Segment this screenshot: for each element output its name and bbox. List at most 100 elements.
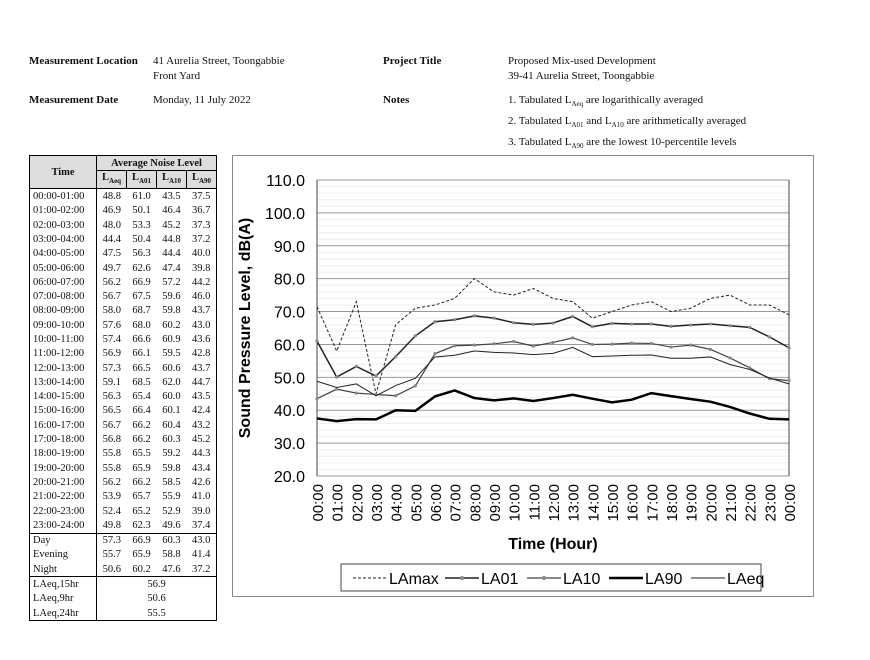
x-tick-label: 19:00 bbox=[684, 484, 701, 522]
cell-value: 44.7 bbox=[186, 375, 218, 390]
cell-value: 43.2 bbox=[186, 418, 218, 433]
cell-value: 57.6 bbox=[102, 319, 121, 331]
cell-value: 67.5 bbox=[132, 291, 151, 303]
data-point bbox=[531, 322, 535, 326]
cell-value: 66.4 bbox=[132, 405, 151, 417]
time-header: Time bbox=[28, 154, 98, 190]
cell-value: 44.8 bbox=[162, 233, 181, 245]
col-header-l: L bbox=[102, 172, 110, 184]
x-tick-label: 17:00 bbox=[644, 484, 661, 522]
notes-list: 1. Tabulated LAeq are logarithically ave… bbox=[508, 92, 746, 156]
cell-value: 46.0 bbox=[186, 289, 218, 304]
note-item: 2. Tabulated LA01 and LA10 are arithmeti… bbox=[508, 113, 746, 134]
cell-value: 49.7 bbox=[102, 262, 121, 274]
data-point bbox=[590, 325, 594, 329]
cell-value: 37.4 bbox=[186, 518, 218, 534]
data-point bbox=[512, 339, 516, 344]
cell-period: Night bbox=[28, 562, 98, 577]
group-header: Average Noise Level bbox=[96, 154, 217, 172]
cell-time: 02:00-03:00 bbox=[28, 217, 98, 233]
cell-time: 07:00-08:00 bbox=[28, 289, 98, 304]
cell-value: 56.9 bbox=[102, 348, 121, 360]
cell-summary-label: LAeq,15hr bbox=[28, 576, 98, 592]
col-header-l: L bbox=[191, 172, 199, 184]
cell-value: 48.0 bbox=[102, 219, 121, 231]
cell-value: 49.8 bbox=[102, 519, 121, 531]
data-point bbox=[354, 391, 358, 395]
cell-value: 43.7 bbox=[186, 360, 218, 376]
cell-value: 56.3 bbox=[102, 391, 121, 403]
legend-label: LA90 bbox=[645, 571, 682, 588]
cell-period: Evening bbox=[28, 547, 98, 563]
cell-time: 18:00-19:00 bbox=[28, 446, 98, 462]
cell-value: 43.4 bbox=[186, 461, 218, 476]
data-point bbox=[512, 321, 516, 325]
x-tick-label: 12:00 bbox=[546, 484, 563, 522]
note-text: 1. Tabulated L bbox=[508, 94, 572, 106]
cell-time: 14:00-15:00 bbox=[28, 389, 98, 404]
y-tick-label: 100.0 bbox=[265, 206, 305, 223]
cell-value: 60.2 bbox=[132, 563, 151, 575]
cell-value: 66.9 bbox=[132, 276, 151, 288]
note-text: 3. Tabulated L bbox=[508, 136, 572, 149]
x-tick-label: 22:00 bbox=[743, 484, 760, 522]
note-text: Aeq bbox=[571, 100, 584, 109]
x-tick-label: 00:00 bbox=[782, 484, 799, 522]
data-point bbox=[767, 335, 771, 339]
legend-label: LA01 bbox=[481, 571, 518, 588]
data-point bbox=[630, 322, 634, 326]
data-point bbox=[433, 352, 437, 356]
x-tick-label: 08:00 bbox=[467, 484, 484, 522]
data-point bbox=[748, 366, 752, 370]
cell-value: 39.8 bbox=[186, 260, 218, 276]
cell-value: 47.5 bbox=[102, 248, 121, 260]
cell-summary-label: LAeq,9hr bbox=[28, 591, 98, 606]
x-tick-label: 09:00 bbox=[487, 484, 504, 522]
data-point bbox=[394, 355, 398, 359]
cell-value: 58.8 bbox=[162, 549, 181, 561]
cell-value: 47.4 bbox=[162, 262, 181, 274]
data-point bbox=[669, 324, 673, 328]
cell-value: 55.7 bbox=[102, 549, 121, 561]
cell-time: 20:00-21:00 bbox=[28, 475, 98, 490]
cell-value: 37.5 bbox=[186, 188, 218, 204]
cell-value: 58.0 bbox=[102, 305, 121, 317]
legend-label: LAmax bbox=[389, 571, 439, 588]
series-la90 bbox=[316, 389, 790, 423]
data-point bbox=[472, 314, 476, 318]
data-point bbox=[413, 334, 417, 338]
cell-value: 62.6 bbox=[132, 262, 151, 274]
cell-value: 60.4 bbox=[162, 419, 181, 431]
data-point bbox=[630, 341, 634, 345]
cell-summary-label: LAeq,24hr bbox=[28, 606, 98, 622]
data-point bbox=[453, 318, 457, 322]
data-point bbox=[590, 342, 594, 347]
cell-value: 60.1 bbox=[162, 405, 181, 417]
cell-value: 65.9 bbox=[132, 549, 151, 561]
cell-value: 57.3 bbox=[102, 362, 121, 374]
data-point bbox=[787, 379, 791, 383]
data-point bbox=[708, 347, 712, 351]
y-tick-label: 20.0 bbox=[274, 469, 305, 486]
date-value: Monday, 11 July 2022 bbox=[153, 94, 251, 106]
data-point bbox=[492, 316, 496, 320]
legend-marker bbox=[460, 576, 464, 580]
cell-time: 13:00-14:00 bbox=[28, 375, 98, 390]
data-point bbox=[354, 364, 358, 369]
cell-value: 39.0 bbox=[186, 503, 218, 519]
col-header: LAeq bbox=[96, 170, 128, 190]
x-tick-label: 05:00 bbox=[408, 484, 425, 522]
x-tick-label: 11:00 bbox=[526, 484, 543, 520]
cell-value: 52.9 bbox=[162, 505, 181, 517]
